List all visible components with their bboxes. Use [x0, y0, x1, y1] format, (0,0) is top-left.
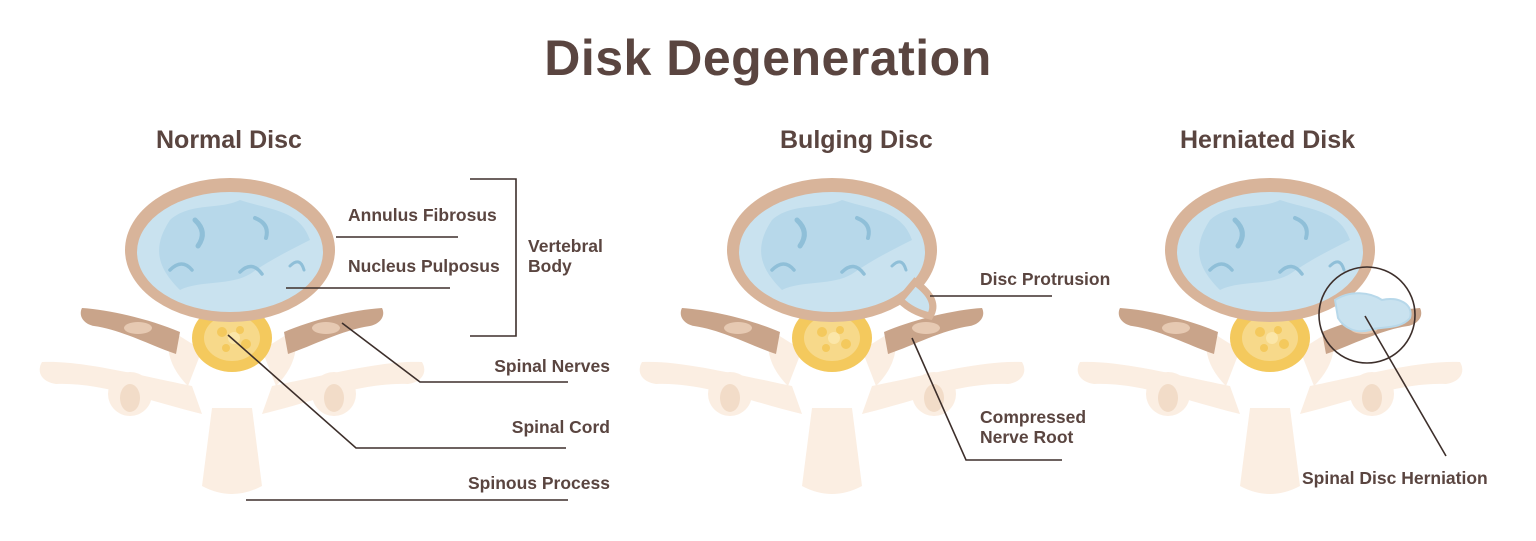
page-title: Disk Degeneration — [544, 30, 992, 86]
panel-title-bulging-disc: Bulging Disc — [780, 126, 933, 154]
herniated-disc-illustration — [1077, 178, 1463, 494]
label-spinal-nerves: Spinal Nerves — [494, 356, 610, 376]
label-spinal-disc-herniation: Spinal Disc Herniation — [1302, 468, 1488, 488]
panel-title-herniated-disk: Herniated Disk — [1180, 126, 1356, 154]
bulging-disc-illustration — [639, 178, 1025, 494]
label-nucleus-pulposus: Nucleus Pulposus — [348, 256, 500, 276]
label-annulus-fibrosus: Annulus Fibrosus — [348, 205, 497, 225]
normal-disc-illustration — [39, 178, 425, 494]
leader-lines — [227, 178, 1447, 501]
label-vertebral-body: Vertebral Body — [528, 236, 603, 277]
label-disc-protrusion: Disc Protrusion — [980, 269, 1111, 289]
label-compressed-nerve-root: Compressed Nerve Root — [980, 407, 1087, 448]
panel-title-normal-disc: Normal Disc — [156, 126, 302, 154]
label-spinal-cord: Spinal Cord — [511, 417, 610, 437]
label-spinous-process: Spinous Process — [468, 473, 610, 493]
